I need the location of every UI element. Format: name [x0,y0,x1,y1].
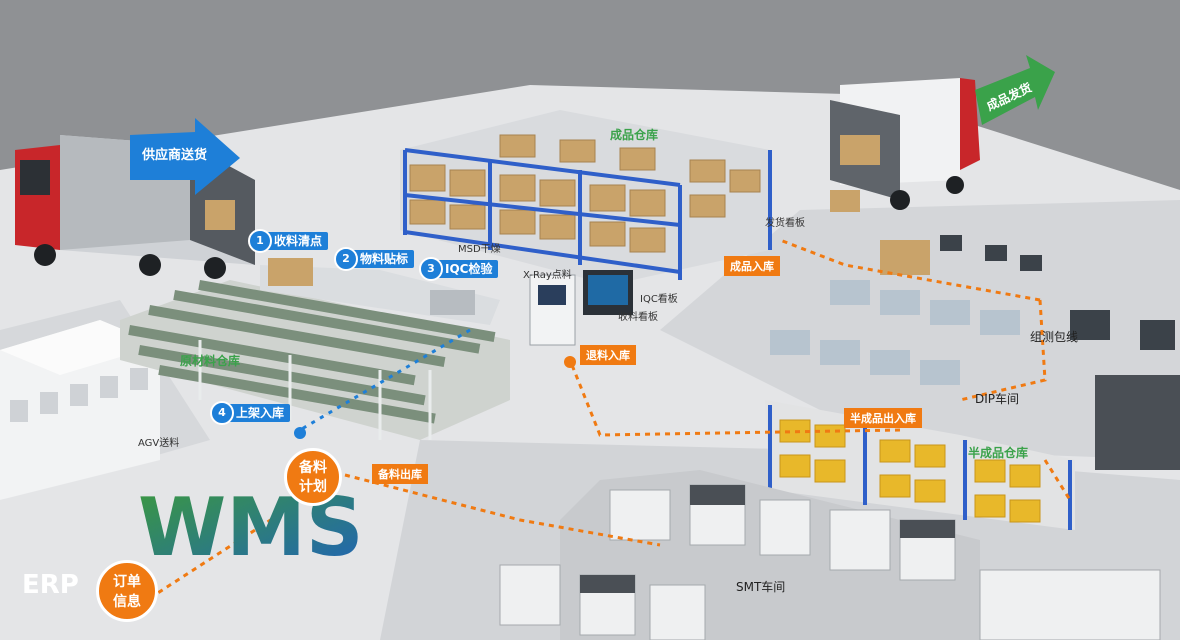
finished-warehouse-label: 成品仓库 [610,128,659,142]
step-2-label: 物料贴标 [340,250,415,268]
smt-workshop-label: SMT车间 [736,580,786,594]
assembly-line-label: 组测包线 [1030,330,1079,344]
step-1-label: 收料清点 [254,232,329,250]
step-4: 4 上架入库 [210,401,291,425]
shipping-truck [830,78,980,212]
step-3-label: IQC检验 [425,260,499,278]
iqc-board-label: IQC看板 [640,294,678,305]
semi-in-out-label: 半成品出入库 [844,408,922,428]
prep-plan-badge: 备料 计划 [284,448,342,506]
agv-building [0,320,160,500]
step-3: 3 IQC检验 [419,257,499,281]
step-2: 2 物料贴标 [334,247,415,271]
finished-in-label: 成品入库 [724,256,780,276]
erp-label: ERP [22,570,79,600]
agv-delivery-label: AGV送料 [138,438,180,449]
shipping-board-label: 发货看板 [765,218,805,229]
prep-out-label: 备料出库 [372,464,428,484]
assembly-area [770,235,1180,470]
msd-dry-label: MSD干燥 [458,244,501,255]
return-in-label: 退料入库 [580,345,636,365]
supplier-arrow [130,118,240,195]
receiving-area [260,258,633,346]
xray-count-label: X-Ray点料 [523,270,572,281]
step-4-label: 上架入库 [216,404,291,422]
order-info-badge: 订单 信息 [96,560,158,622]
semi-warehouse-label: 半成品仓库 [968,446,1029,460]
receive-board-label: 收料看板 [618,312,658,323]
finished-goods-shelves [400,110,772,285]
dip-workshop-label: DIP车间 [975,392,1020,406]
smt-machines [499,470,1161,640]
semi-finished-racks [765,400,1075,530]
shipping-arrow [975,55,1055,125]
flow-lines [149,238,1072,600]
raw-warehouse-label: 原材料仓库 [180,354,241,368]
step-1: 1 收料清点 [248,229,329,253]
raw-material-racks [120,280,510,440]
supplier-delivery-label: 供应商送货 [142,148,208,163]
